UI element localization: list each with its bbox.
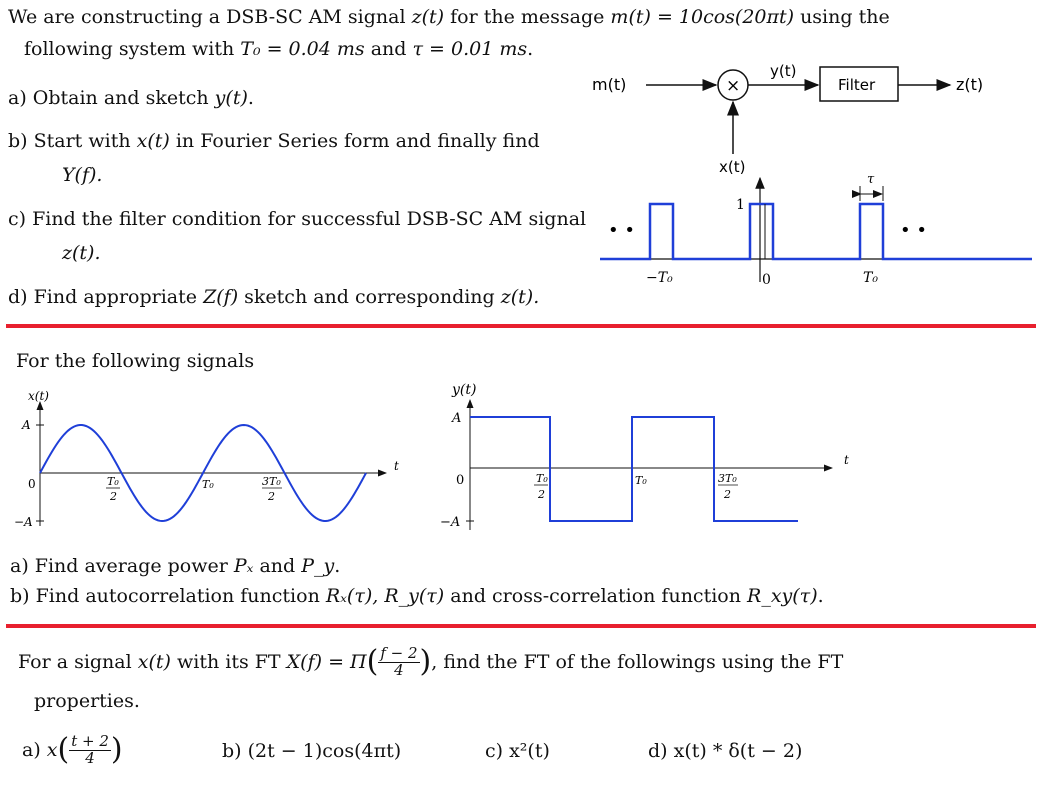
x-plot-sine-wave	[39, 423, 367, 523]
tick-zero: 0	[762, 272, 771, 288]
dots-right: • •	[900, 220, 927, 241]
s1-question-c-line2: z(t).	[62, 242, 101, 264]
multiplier-symbol: ×	[726, 76, 740, 96]
x-plot-negA: −A	[14, 515, 33, 529]
s3-intro-line1: For a signal x(t) with its FT X(f) = Π(f…	[18, 643, 844, 679]
dots-left: • •	[608, 220, 635, 241]
y-plot-t: t	[844, 453, 849, 467]
s3-question-c: c) x²(t)	[485, 740, 550, 762]
s2-intro: For the following signals	[16, 350, 255, 372]
y-plot-tick-T0: T₀	[635, 474, 647, 487]
y-plot-tick-half: T₀ 2	[534, 472, 548, 501]
divider-2	[6, 624, 1036, 628]
s1-question-b-line1: b) Start with x(t) in Fourier Series for…	[8, 130, 540, 152]
s1-intro-line1: We are constructing a DSB-SC AM signal z…	[8, 6, 890, 28]
y-plot-square-wave	[470, 416, 798, 522]
svg-text:3T₀: 3T₀	[262, 475, 281, 488]
tau-label: τ	[867, 172, 875, 187]
s1-intro-line2: following system with T₀ = 0.04 ms and τ…	[24, 38, 534, 60]
s1-question-c-line1: c) Find the filter condition for success…	[8, 208, 587, 230]
y-plot-A: A	[451, 411, 461, 426]
svg-text:2: 2	[723, 488, 731, 501]
filter-label: Filter	[838, 76, 876, 94]
x-plot-tick-T0: T₀	[202, 478, 214, 491]
one-label: 1	[736, 197, 745, 213]
s1-question-b-line2: Y(f).	[62, 164, 103, 186]
svg-text:T₀: T₀	[536, 472, 548, 485]
s3-intro-line2: properties.	[34, 690, 140, 712]
x-t-label: x(t)	[719, 158, 745, 176]
pulse-train-waveform	[600, 202, 1032, 261]
x-plot-ylabel: x(t)	[28, 389, 49, 403]
z-t-label: z(t)	[956, 75, 983, 94]
s2-question-a: a) Find average power Pₓ and P_y.	[10, 555, 341, 577]
svg-text:2: 2	[537, 488, 545, 501]
s3-question-b: b) (2t − 1)cos(4πt)	[222, 740, 402, 762]
svg-text:2: 2	[109, 490, 117, 503]
filter-box	[819, 66, 899, 102]
y-t-label: y(t)	[770, 62, 796, 80]
y-plot-ylabel: y(t)	[451, 382, 476, 398]
m-t-label: m(t)	[592, 75, 626, 94]
divider-1	[6, 324, 1036, 328]
x-plot-A: A	[21, 418, 31, 432]
svg-text:3T₀: 3T₀	[718, 472, 737, 485]
y-plot-zero: 0	[456, 473, 464, 488]
x-plot-t: t	[394, 459, 399, 473]
tick-neg-T0: −T₀	[646, 270, 673, 286]
svg-text:2: 2	[267, 490, 275, 503]
y-plot-negA: −A	[440, 515, 460, 530]
tick-T0: T₀	[863, 270, 878, 286]
x-plot-zero: 0	[28, 477, 36, 491]
x-plot-tick-half: T₀ 2	[106, 475, 120, 503]
s1-question-d: d) Find appropriate Z(f) sketch and corr…	[8, 286, 540, 308]
s2-question-b: b) Find autocorrelation function Rₓ(τ), …	[10, 585, 824, 607]
system-block-diagram: m(t) × y(t) Filter z(t) x(t) 1 τ • • • •…	[592, 62, 1032, 288]
s1-question-a: a) Obtain and sketch y(t).	[8, 87, 254, 109]
svg-text:T₀: T₀	[107, 475, 119, 488]
s3-question-d: d) x(t) * δ(t − 2)	[648, 740, 803, 762]
